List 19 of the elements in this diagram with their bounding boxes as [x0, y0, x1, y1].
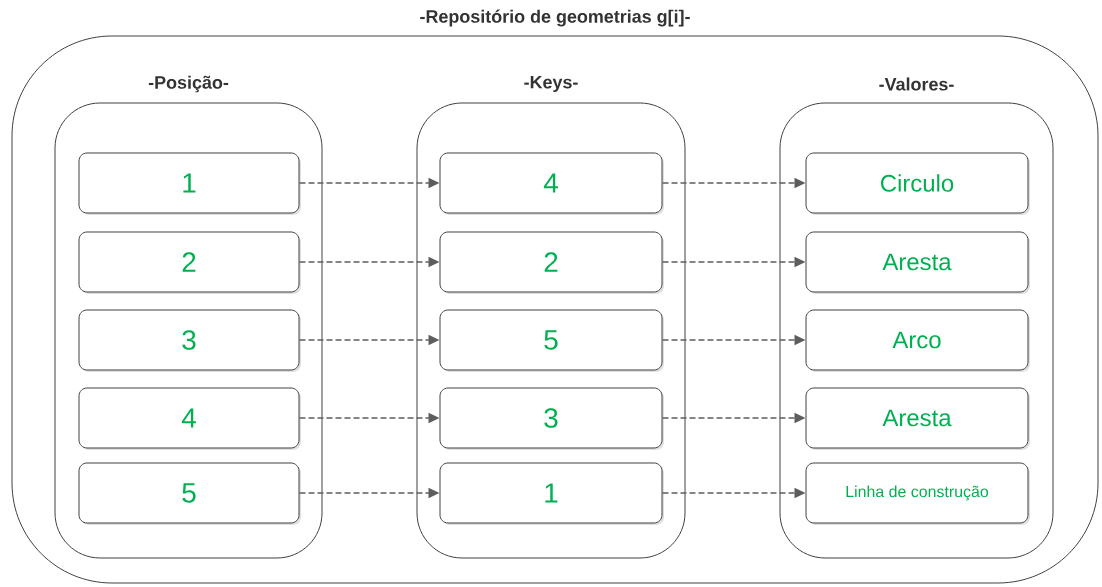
entry-box: Aresta [805, 387, 1030, 450]
entry-box: 4 [78, 387, 301, 450]
entry-box: Arco [805, 309, 1030, 372]
entry-box: Linha de construção [805, 462, 1030, 525]
entry-box: Circulo [805, 152, 1030, 215]
entry-box: 1 [78, 152, 301, 215]
entry-box: 2 [439, 231, 664, 294]
entry-box: Aresta [805, 231, 1030, 294]
entry-box: 5 [439, 309, 664, 372]
entry-box: 3 [78, 309, 301, 372]
entry-box: 4 [439, 152, 664, 215]
node-label: -Posição- [148, 75, 229, 93]
entry-box: 1 [439, 462, 664, 525]
node-label: -Valores- [879, 77, 954, 91]
node-label: -Keys- [524, 75, 578, 93]
entry-box: 2 [78, 231, 301, 294]
node-label: -Repositório de geometrias g[i]- [420, 9, 690, 27]
entry-box: 5 [78, 462, 301, 525]
entry-box: 3 [439, 387, 664, 450]
